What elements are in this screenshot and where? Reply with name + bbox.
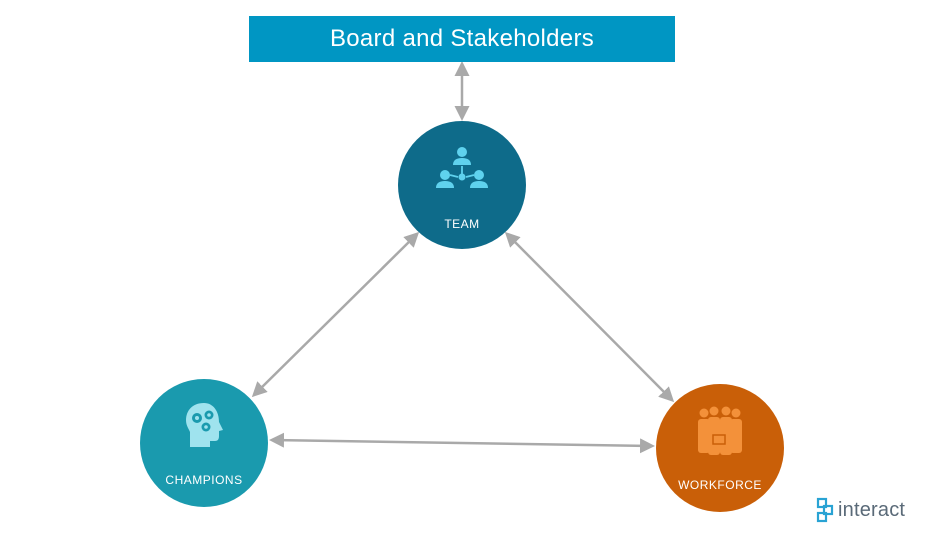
arrow-team-workforce [504, 231, 675, 403]
interact-logo-icon [816, 497, 834, 523]
arrow-champions-workforce [269, 432, 655, 454]
champions-node: CHAMPIONS [140, 379, 268, 507]
team-node: TEAM [398, 121, 526, 249]
interact-logo: interact [816, 497, 905, 523]
champions-label: CHAMPIONS [165, 473, 243, 487]
org-chart-people-icon [434, 145, 490, 198]
workforce-label: WORKFORCE [678, 478, 762, 492]
team-label: TEAM [444, 217, 480, 231]
board-title: Board and Stakeholders [329, 25, 595, 52]
board-and-stakeholders-box: Board and Stakeholders [249, 16, 675, 62]
workforce-node: WORKFORCE [656, 384, 784, 512]
interact-logo-text: interact [838, 498, 906, 521]
head-gears-icon [182, 401, 226, 454]
arrow-team-champions [251, 231, 420, 398]
group-of-workers-icon [694, 406, 746, 463]
